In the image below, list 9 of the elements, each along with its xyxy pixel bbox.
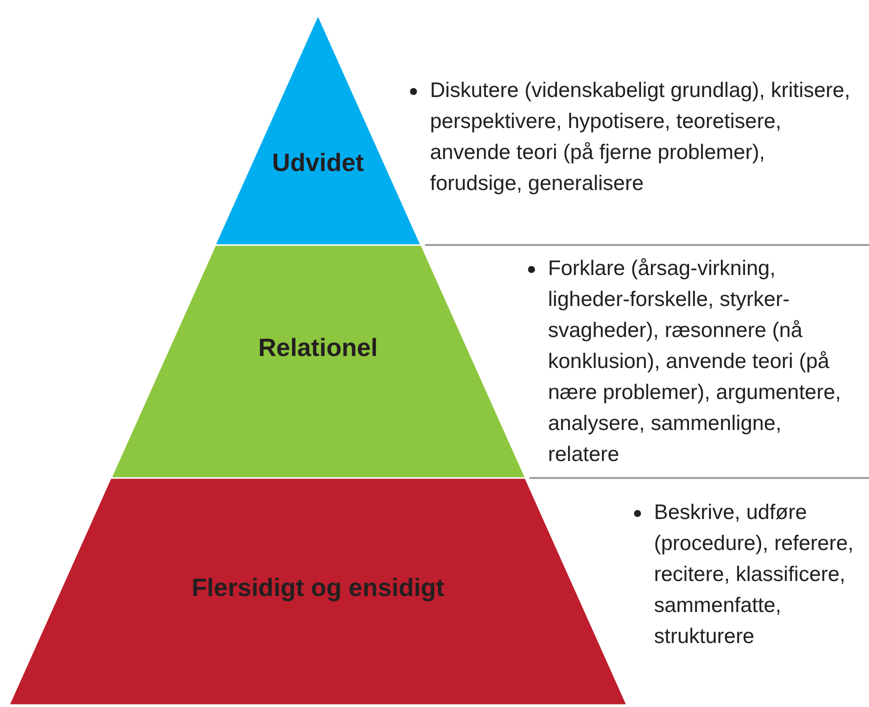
bullet-text: Diskutere (videnskabeligt grundlag), kritisere, perspektivere, hypotisere, teoretisere, anvende teori (på fjerne problemer), forudsige, generalisere	[430, 78, 852, 197]
tier-label: Flersidigt og ensidigt	[190, 574, 446, 603]
bullet-text: Forklare (årsag-virkning, ligheder-forskelle, styrker-svagheder), ræsonnere (nå konklusion), anvende teori (på nære problemer), argumentere, analysere, sammenligne, relatere	[548, 256, 842, 468]
pyramid-tier	[110, 245, 526, 478]
tier-label: Relationel	[257, 334, 379, 363]
bullet-text: Beskrive, udføre (procedure), referere, recitere, klassificere, sammenfatte, strukturere	[654, 500, 854, 650]
tier-label: Udvidet	[271, 149, 365, 178]
pyramid-tier	[215, 15, 421, 245]
pyramid-tier	[9, 478, 627, 705]
